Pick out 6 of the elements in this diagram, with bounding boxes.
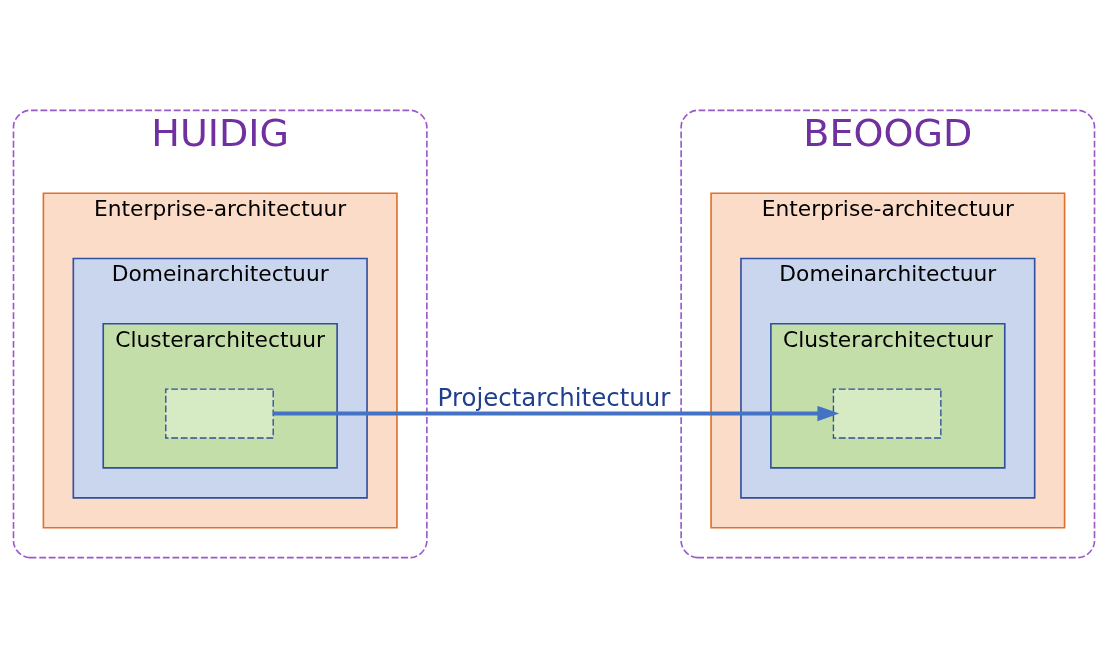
cluster: Clusterarchitectuur [770,323,1006,469]
arrow [273,405,840,422]
node-box [832,388,942,439]
node-box [165,388,274,439]
cluster: Clusterarchitectuur [102,323,338,469]
edge-label: Projectarchitectuur [437,382,671,412]
